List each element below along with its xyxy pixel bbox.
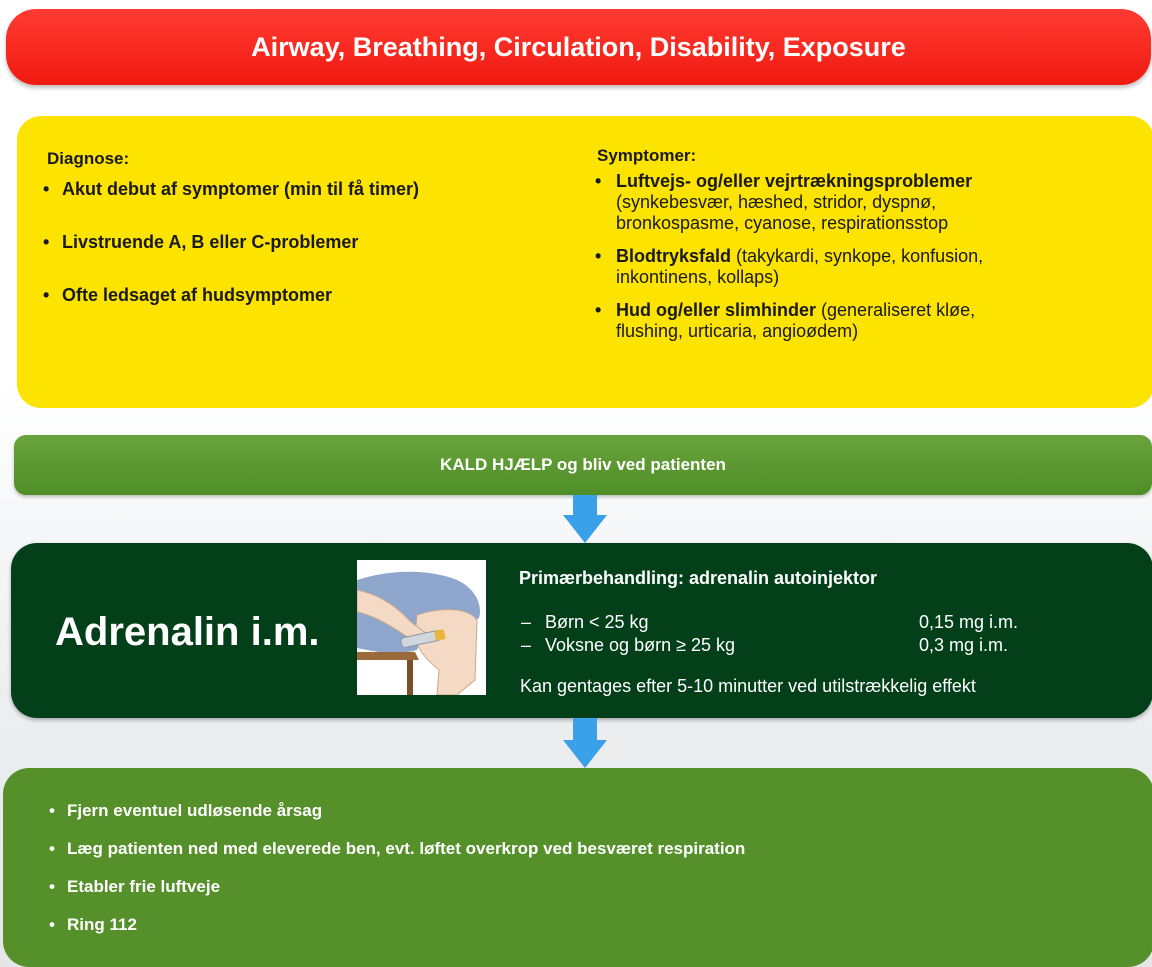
actions-list: •Fjern eventuel udløsende årsag •Læg pat… <box>49 801 745 953</box>
list-item: •Ofte ledsaget af hudsymptomer <box>43 285 333 305</box>
adrenaline-title: Adrenalin i.m. <box>55 610 320 654</box>
list-item: •Etabler frie luftveje <box>49 877 221 896</box>
dose-amount: 0,3 mg i.m. <box>919 635 1009 655</box>
list-item: •Fjern eventuel udløsende årsag <box>49 801 323 820</box>
symptoms-list: • Luftvejs- og/eller vejrtrækningsproble… <box>595 171 983 354</box>
dose-row: –Voksne og børn ≥ 25 kg <box>521 635 735 655</box>
list-item: •Livstruende A, B eller C-problemer <box>43 232 359 252</box>
call-help-bar: KALD HJÆLP og bliv ved patienten <box>14 435 1152 495</box>
call-help-label: KALD HJÆLP og bliv ved patienten <box>440 455 726 474</box>
list-item: • Hud og/eller slimhinder (generaliseret… <box>595 300 976 341</box>
treatment-heading: Primærbehandling: adrenalin autoinjektor <box>519 568 878 588</box>
list-item: • Blodtryksfald (takykardi, synkope, kon… <box>595 246 984 287</box>
diagnosis-list: •Akut debut af symptomer (min til få tim… <box>43 178 419 337</box>
adrenaline-panel: Adrenalin i.m. Primærbehandling: adrenal… <box>11 543 1152 718</box>
diagnosis-heading: Diagnose: <box>47 149 130 168</box>
diagnosis-symptoms-panel: Diagnose: •Akut debut af symptomer (min … <box>17 116 1152 408</box>
dose-row: –Børn < 25 kg <box>521 612 649 632</box>
abcde-banner: Airway, Breathing, Circulation, Disabili… <box>6 9 1151 85</box>
list-item: •Akut debut af symptomer (min til få tim… <box>43 179 420 199</box>
banner-title: Airway, Breathing, Circulation, Disabili… <box>251 31 906 62</box>
repeat-note: Kan gentages efter 5-10 minutter ved uti… <box>520 676 976 696</box>
dose-amount: 0,15 mg i.m. <box>919 612 1019 632</box>
down-arrow-icon <box>563 495 607 543</box>
autoinjector-illustration <box>356 560 486 696</box>
actions-panel: •Fjern eventuel udløsende årsag •Læg pat… <box>3 768 1152 967</box>
list-item: • Luftvejs- og/eller vejrtrækningsproble… <box>595 171 973 233</box>
thigh-injection-icon <box>356 560 486 696</box>
list-item: •Læg patienten ned med eleverede ben, ev… <box>49 839 746 858</box>
symptoms-heading: Symptomer: <box>597 146 697 165</box>
list-item: •Ring 112 <box>49 915 137 934</box>
down-arrow-icon <box>563 718 607 768</box>
dose-group: Børn < 25 kg <box>545 612 649 632</box>
dose-group: Voksne og børn ≥ 25 kg <box>545 635 735 655</box>
